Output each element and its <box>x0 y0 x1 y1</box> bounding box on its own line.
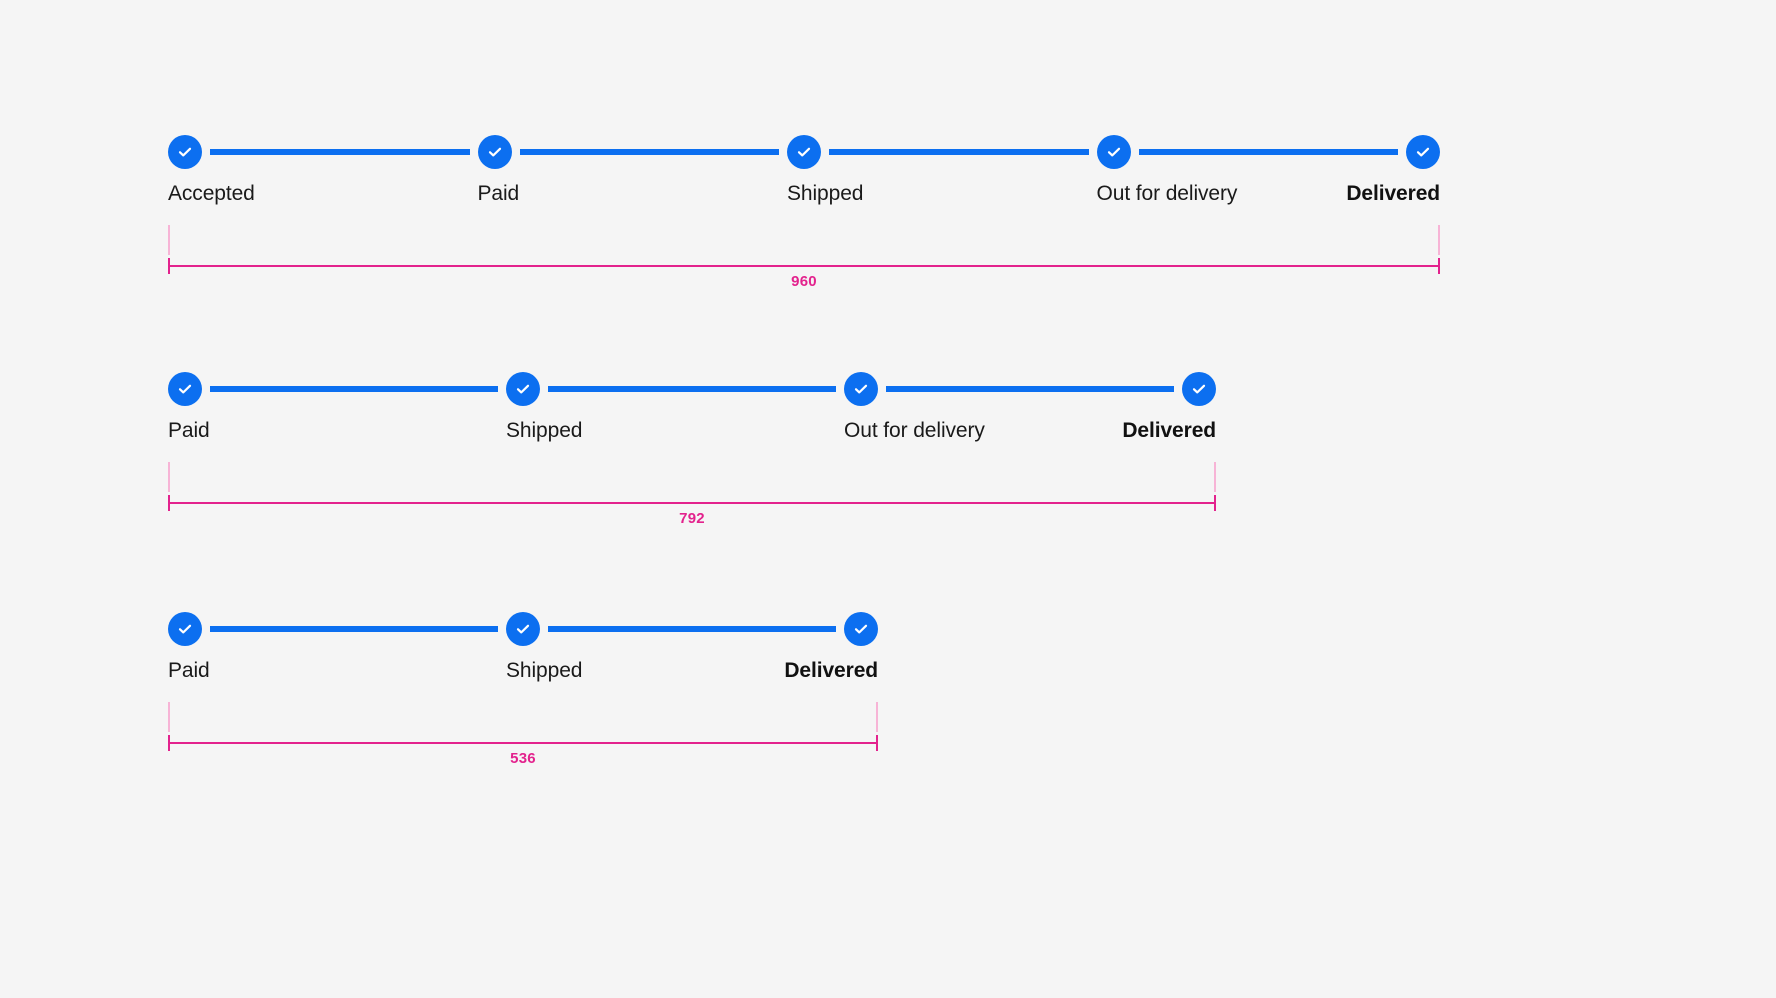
check-icon <box>514 620 532 638</box>
progress-stepper <box>168 612 878 646</box>
stepper-label-delivered: Delivered <box>1346 182 1440 205</box>
stepper-connector <box>519 149 779 155</box>
extension-line-right <box>1214 462 1216 492</box>
stepper-label-paid: Paid <box>168 659 210 682</box>
stepper-node-paid[interactable] <box>168 372 202 406</box>
check-icon <box>1414 143 1432 161</box>
stepper-labels: Paid Shipped Out for delivery Delivered <box>168 418 1216 444</box>
check-icon <box>795 143 813 161</box>
stepper-label-accepted: Accepted <box>168 182 255 205</box>
check-icon <box>176 620 194 638</box>
progress-stepper <box>168 372 1216 406</box>
stepper-connector <box>548 386 836 392</box>
stepper-node-out-for-delivery[interactable] <box>1096 135 1131 169</box>
stepper-label-delivered: Delivered <box>1122 419 1216 442</box>
stepper-spec-1: Accepted Paid Shipped Out for delivery Deliv… <box>168 135 1440 290</box>
check-icon <box>176 143 194 161</box>
stepper-labels: Paid Shipped Delivered <box>168 658 878 684</box>
stepper-spec-2: Paid Shipped Out for delivery Delivered 792 <box>168 372 1216 527</box>
stepper-connector <box>548 626 836 632</box>
check-icon <box>852 620 870 638</box>
dimension-value: 792 <box>679 510 705 527</box>
stepper-connector <box>210 626 498 632</box>
stepper-labels: Accepted Paid Shipped Out for delivery Deliv… <box>168 181 1440 207</box>
dimension-line <box>168 265 1440 267</box>
stepper-spec-3: Paid Shipped Delivered 536 <box>168 612 878 767</box>
extension-line-left <box>168 462 170 492</box>
extension-line-left <box>168 702 170 732</box>
dimension-line <box>168 502 1216 504</box>
stepper-label-shipped: Shipped <box>506 419 583 442</box>
check-icon <box>176 380 194 398</box>
dimension-annotation: 960 <box>168 225 1440 290</box>
stepper-node-delivered[interactable] <box>1182 372 1216 406</box>
stepper-label-paid: Paid <box>168 419 210 442</box>
extension-line-right <box>876 702 878 732</box>
check-icon <box>1105 143 1123 161</box>
stepper-node-paid[interactable] <box>168 612 202 646</box>
dimension-cap-left <box>168 495 170 511</box>
stepper-label-shipped: Shipped <box>506 659 583 682</box>
dimension-cap-left <box>168 735 170 751</box>
extension-line-left <box>168 225 170 255</box>
extension-line-right <box>1438 225 1440 255</box>
dimension-cap-right <box>1438 258 1440 274</box>
dimension-annotation: 792 <box>168 462 1216 527</box>
dimension-annotation: 536 <box>168 702 878 767</box>
check-icon <box>1190 380 1208 398</box>
check-icon <box>514 380 532 398</box>
stepper-node-delivered[interactable] <box>1406 135 1440 169</box>
dimension-cap-right <box>1214 495 1216 511</box>
dimension-value: 960 <box>791 273 817 290</box>
stepper-label-out-for-delivery: Out for delivery <box>1096 182 1238 205</box>
stepper-node-paid[interactable] <box>477 135 512 169</box>
stepper-connector <box>210 149 470 155</box>
stepper-label-shipped: Shipped <box>787 182 864 205</box>
check-icon <box>486 143 504 161</box>
check-icon <box>852 380 870 398</box>
dimension-line <box>168 742 878 744</box>
stepper-label-delivered: Delivered <box>784 659 878 682</box>
dimension-value: 536 <box>510 750 536 767</box>
dimension-cap-right <box>876 735 878 751</box>
stepper-label-paid: Paid <box>477 182 520 205</box>
stepper-label-out-for-delivery: Out for delivery <box>844 419 985 442</box>
stepper-node-shipped[interactable] <box>506 612 540 646</box>
dimension-cap-left <box>168 258 170 274</box>
stepper-node-delivered[interactable] <box>844 612 878 646</box>
stepper-connector <box>886 386 1174 392</box>
stepper-connector <box>210 386 498 392</box>
stepper-connector <box>1138 149 1398 155</box>
progress-stepper <box>168 135 1440 169</box>
stepper-node-shipped[interactable] <box>787 135 821 169</box>
stepper-node-shipped[interactable] <box>506 372 540 406</box>
stepper-node-out-for-delivery[interactable] <box>844 372 878 406</box>
stepper-node-accepted[interactable] <box>168 135 202 169</box>
stepper-connector <box>829 149 1089 155</box>
